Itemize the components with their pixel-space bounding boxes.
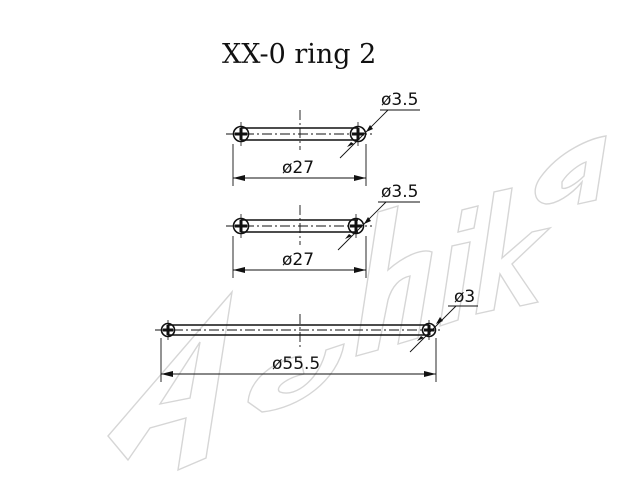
diameter-dimension bbox=[160, 338, 437, 382]
cross-section-left bbox=[160, 320, 176, 340]
cross-section-right bbox=[349, 122, 367, 146]
section-dimension-leader bbox=[409, 305, 478, 353]
ring-view: ø3.5 ø27 bbox=[226, 90, 420, 186]
cross-section-left bbox=[232, 122, 250, 146]
cross-section-right bbox=[347, 214, 365, 238]
section-diameter-label: ø3.5 bbox=[381, 182, 418, 202]
ring-view: ø3.5 ø27 bbox=[226, 182, 420, 278]
ring-diameter-label: ø55.5 bbox=[272, 354, 320, 374]
diameter-dimension bbox=[232, 236, 367, 278]
section-dimension-leader bbox=[337, 201, 420, 251]
cross-section-left bbox=[232, 214, 250, 238]
ring-diameter-label: ø27 bbox=[282, 158, 314, 178]
ring-view: ø3 ø55.5 bbox=[155, 287, 478, 382]
diameter-dimension bbox=[232, 144, 367, 186]
section-dimension-leader bbox=[339, 109, 420, 159]
drawing-title: XX-0 ring 2 bbox=[222, 39, 376, 70]
section-diameter-label: ø3.5 bbox=[381, 90, 418, 110]
ring-diameter-label: ø27 bbox=[282, 250, 314, 270]
section-diameter-label: ø3 bbox=[454, 287, 475, 307]
brand-watermark bbox=[107, 135, 607, 472]
